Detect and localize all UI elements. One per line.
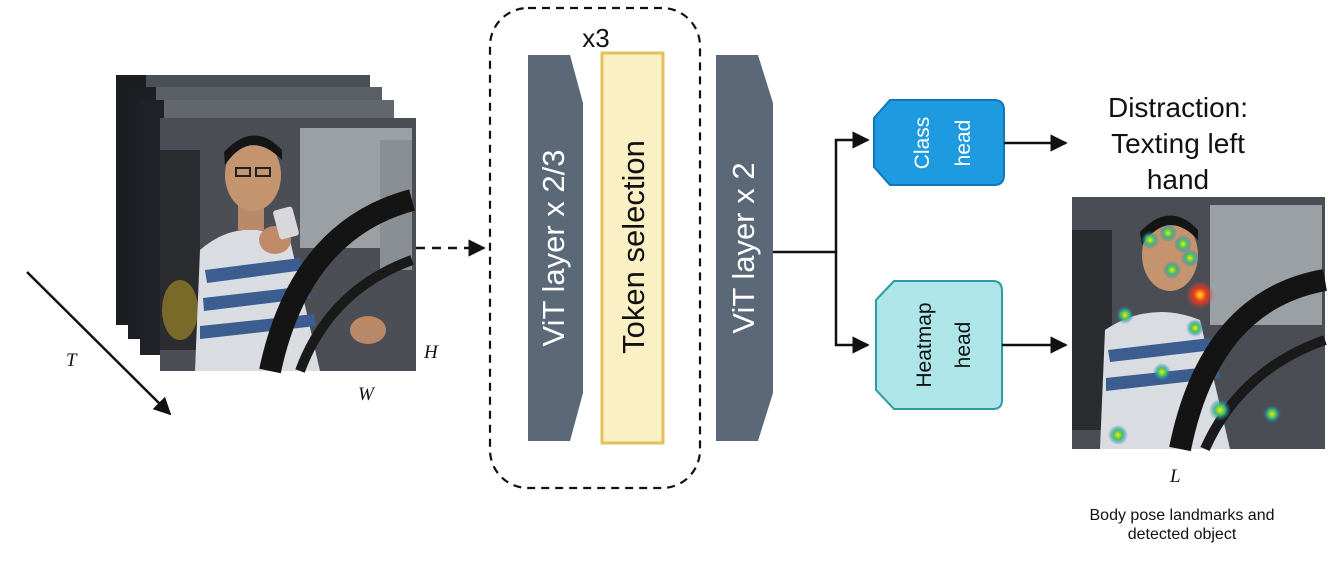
w-axis-label: W bbox=[358, 384, 376, 405]
token-selection-block: Token selection bbox=[600, 51, 665, 445]
connector-to-heatmap-head bbox=[834, 252, 870, 354]
input-frame-stack: T H W bbox=[26, 75, 439, 416]
class-head-block: Class head bbox=[873, 99, 1005, 186]
time-axis-arrow bbox=[26, 271, 172, 416]
repeat-count-label: x3 bbox=[582, 23, 609, 53]
token-selection-label: Token selection bbox=[616, 140, 651, 354]
output-caption-line1: Body pose landmarks and bbox=[1090, 507, 1275, 524]
t-axis-label: T bbox=[66, 350, 78, 371]
vit-layer-block-2-label: ViT layer x 2 bbox=[726, 162, 761, 333]
connector-to-class-head bbox=[773, 131, 870, 254]
front-frame-driver-photo bbox=[160, 118, 416, 374]
output-caption-line2: detected object bbox=[1128, 526, 1237, 543]
heatmap-head-label-line2: head bbox=[952, 322, 975, 369]
h-axis-label: H bbox=[423, 342, 439, 363]
heatmap-head-block: Heatmap head bbox=[875, 280, 1003, 410]
repeat-loop-box bbox=[488, 6, 702, 490]
heatmap-head-label-line1: Heatmap bbox=[913, 302, 936, 387]
vit-layer-block-2: ViT layer x 2 bbox=[716, 55, 773, 441]
l-label: L bbox=[1169, 466, 1181, 487]
prediction-text-line3: hand bbox=[1147, 164, 1209, 195]
output-landmark-image bbox=[1072, 197, 1328, 452]
class-head-label-line2: head bbox=[952, 120, 975, 167]
prediction-text-line1: Distraction: bbox=[1108, 92, 1248, 123]
class-head-label-line1: Class bbox=[911, 117, 934, 170]
vit-layer-block-1-label: ViT layer x 2/3 bbox=[536, 149, 571, 346]
prediction-text-line2: Texting left bbox=[1111, 128, 1245, 159]
vit-layer-block-1: ViT layer x 2/3 bbox=[528, 55, 583, 441]
